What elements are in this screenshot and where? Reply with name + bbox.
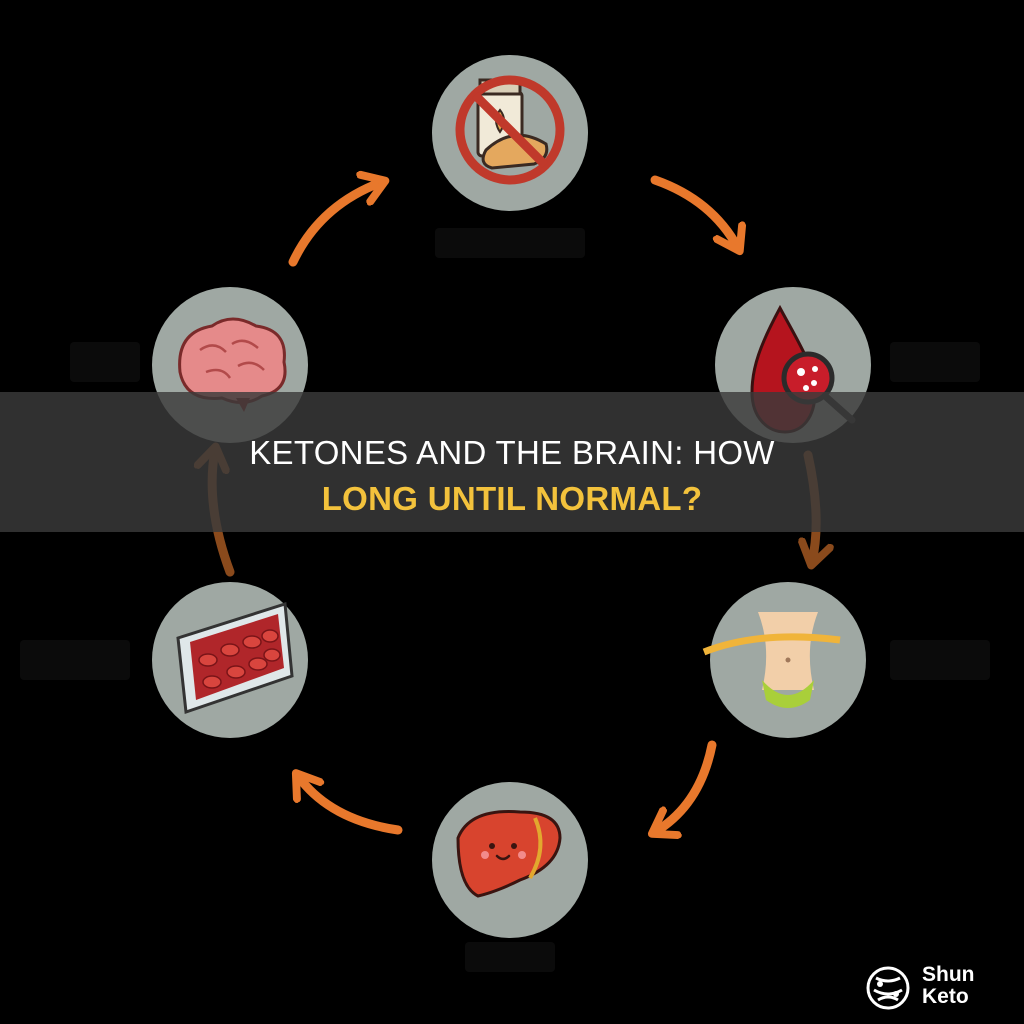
step-blood-cells (152, 582, 308, 738)
waist-measure-icon (702, 612, 841, 708)
step-weight-loss (702, 582, 866, 738)
title-line-1: KETONES AND THE BRAIN: HOW (249, 434, 775, 471)
no-bread-icon (455, 75, 565, 185)
brand-name: Shun Keto (922, 964, 975, 1008)
brand-line-1: Shun (922, 963, 975, 986)
brand-line-2: Keto (922, 985, 969, 1008)
arrow-liver-to-cells (298, 776, 403, 835)
liver-icon (456, 810, 562, 898)
arrow-bread-to-blood (650, 175, 738, 248)
blood-cells-icon (176, 602, 294, 715)
title-banner (0, 392, 1024, 532)
arrow-waist-to-liver (655, 740, 717, 832)
brand-logo[interactable]: Shun Keto (860, 962, 1010, 1014)
ghost-labels (20, 228, 990, 972)
step-no-carbs (432, 55, 588, 211)
arrow-brain-to-bread (288, 182, 382, 267)
brand-icon (866, 966, 910, 1010)
page-title: KETONES AND THE BRAIN: HOW LONG UNTIL NO… (0, 430, 1024, 522)
step-liver (432, 782, 588, 938)
title-line-2: LONG UNTIL NORMAL? (321, 480, 703, 517)
